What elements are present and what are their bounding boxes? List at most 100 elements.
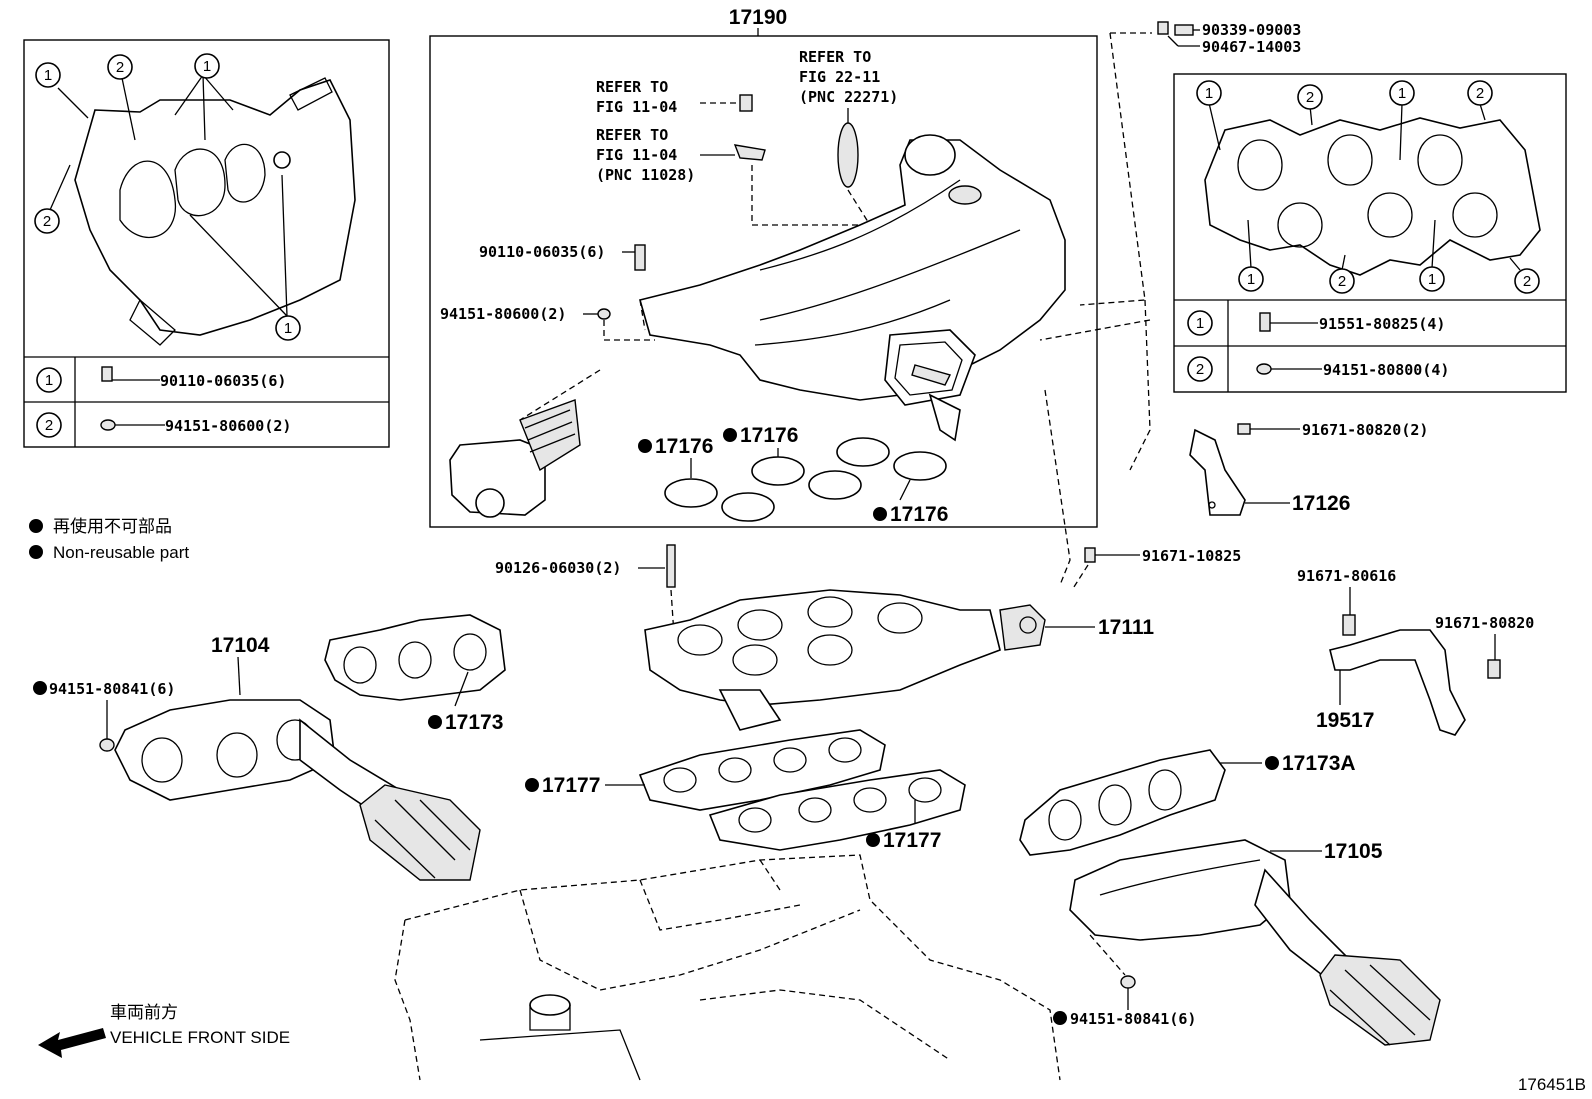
exhaust-manifold-17105: 17105 94151-80841(6) bbox=[1053, 839, 1441, 1046]
callout-90110-06035: 90110-06035(6) bbox=[479, 243, 605, 261]
callout-90339-09003: 90339-09003 bbox=[1202, 21, 1301, 39]
callout-17176-b: 17176 bbox=[740, 424, 798, 447]
non-reusable-dot bbox=[33, 681, 47, 695]
refer-fig-11-04-a: REFER TO bbox=[596, 78, 668, 96]
callout-17176-a: 17176 bbox=[655, 435, 713, 458]
svg-text:1: 1 bbox=[45, 372, 53, 389]
right-inset-marker-2c: 2 bbox=[1329, 268, 1355, 294]
svg-text:2: 2 bbox=[1338, 273, 1346, 290]
svg-text:1: 1 bbox=[1205, 85, 1213, 102]
right-inset-marker-2a: 2 bbox=[1297, 84, 1323, 110]
right-inset-marker-1c: 1 bbox=[1238, 266, 1264, 292]
gasket-17177-set: 17177 17177 bbox=[525, 729, 966, 852]
air-control-valve bbox=[449, 439, 546, 516]
refer-fig-22-11-b: FIG 22-11 bbox=[799, 68, 880, 86]
left-inset-manifold bbox=[74, 79, 356, 336]
refer-fig-11-04-c: REFER TO bbox=[596, 126, 668, 144]
callout-17104: 17104 bbox=[211, 634, 270, 657]
right-inset-marker-2d: 2 bbox=[1514, 268, 1540, 294]
right-inset-row-2: 2 94151-80800(4) bbox=[1187, 356, 1449, 382]
callout-17173: 17173 bbox=[445, 711, 503, 734]
svg-text:2: 2 bbox=[1523, 273, 1531, 290]
right-inset-marker-1a: 1 bbox=[1196, 80, 1222, 106]
left-inset: 1 2 1 2 1 1 90110-06035(6) 2 bbox=[23, 39, 390, 448]
bracket-19517: 91671-80616 19517 91671-80820 bbox=[1297, 567, 1534, 736]
right-inset: 1 2 1 2 1 2 1 2 1 91551-80825(4) 2 94151… bbox=[1173, 73, 1567, 393]
right-inset-row-1: 1 91551-80825(4) bbox=[1187, 310, 1445, 336]
svg-text:1: 1 bbox=[1196, 315, 1204, 332]
callout-94151-80841-right: 94151-80841(6) bbox=[1070, 1010, 1196, 1028]
non-reusable-dot bbox=[1265, 756, 1279, 770]
callout-17176-c: 17176 bbox=[890, 503, 948, 526]
non-reusable-dot bbox=[638, 439, 652, 453]
callout-17173A: 17173A bbox=[1282, 752, 1356, 775]
top-right-fasteners: 90339-09003 90467-14003 bbox=[1039, 21, 1301, 471]
diagram-id: 176451B bbox=[1518, 1075, 1586, 1094]
intake-plenum bbox=[639, 139, 1066, 401]
refer-pnc-11028: (PNC 11028) bbox=[596, 166, 695, 184]
catalytic-converter-right bbox=[1319, 954, 1441, 1046]
right-inset-gasket bbox=[1204, 117, 1541, 276]
catalytic-converter-left bbox=[359, 784, 481, 881]
callout-91671-10825: 91671-10825 bbox=[1142, 547, 1241, 565]
svg-text:2: 2 bbox=[1306, 89, 1314, 106]
callout-17177-a: 17177 bbox=[542, 774, 600, 797]
callout-19517: 19517 bbox=[1316, 709, 1374, 732]
non-reusable-dot bbox=[866, 833, 880, 847]
engine-block-outline bbox=[394, 854, 1061, 1081]
refer-pnc-22271: (PNC 22271) bbox=[799, 88, 898, 106]
svg-text:2: 2 bbox=[45, 417, 53, 434]
svg-text:2: 2 bbox=[1196, 361, 1204, 378]
non-reusable-dot bbox=[723, 428, 737, 442]
non-reusable-dot bbox=[525, 778, 539, 792]
callout-17111: 17111 bbox=[1098, 616, 1154, 639]
left-inset-marker-1a: 1 bbox=[35, 62, 61, 88]
vehicle-front-indicator: 車両前方 VEHICLE FRONT SIDE bbox=[38, 1003, 290, 1058]
svg-text:1: 1 bbox=[44, 67, 52, 84]
refer-fig-11-04-b: FIG 11-04 bbox=[596, 98, 677, 116]
front-side-jp: 車両前方 bbox=[110, 1003, 178, 1022]
svg-text:2: 2 bbox=[1476, 85, 1484, 102]
callout-17105: 17105 bbox=[1324, 840, 1383, 863]
svg-text:1: 1 bbox=[1247, 271, 1255, 288]
left-inset-marker-2a: 2 bbox=[107, 54, 133, 80]
callout-91671-80820-2: 91671-80820(2) bbox=[1302, 421, 1428, 439]
legend-en: Non-reusable part bbox=[53, 543, 189, 562]
gasket-17176-set bbox=[664, 437, 947, 522]
non-reusable-dot bbox=[29, 545, 43, 559]
svg-text:1: 1 bbox=[203, 58, 211, 75]
left-inset-row-2: 2 94151-80600(2) bbox=[36, 412, 291, 438]
callout-94151-80600: 94151-80600(2) bbox=[440, 305, 566, 323]
svg-text:1: 1 bbox=[1398, 85, 1406, 102]
callout-17126: 17126 bbox=[1292, 492, 1350, 515]
refer-fig-11-04-d: FIG 11-04 bbox=[596, 146, 677, 164]
non-reusable-dot bbox=[1053, 1011, 1067, 1025]
callout-17190: 17190 bbox=[729, 6, 787, 29]
svg-text:94151-80600(2): 94151-80600(2) bbox=[165, 417, 291, 435]
legend-jp: 再使用不可部品 bbox=[53, 516, 172, 536]
refer-fig-22-11-a: REFER TO bbox=[799, 48, 871, 66]
intake-manifold-17111: 90126-06030(2) 17111 91671-10825 bbox=[495, 389, 1241, 731]
non-reusable-dot bbox=[873, 507, 887, 521]
svg-text:1: 1 bbox=[1428, 271, 1436, 288]
left-inset-marker-1b: 1 bbox=[194, 53, 220, 79]
callout-17177-b: 17177 bbox=[883, 829, 941, 852]
bracket-17126: 91671-80820(2) 17126 bbox=[1189, 421, 1428, 516]
front-side-en: VEHICLE FRONT SIDE bbox=[110, 1028, 290, 1047]
svg-text:90110-06035(6): 90110-06035(6) bbox=[160, 372, 286, 390]
svg-text:2: 2 bbox=[43, 213, 51, 230]
legend: 再使用不可部品 Non-reusable part bbox=[29, 516, 189, 562]
intake-plenum-group: 17190 REFER TO FIG 11-04 REFER TO FIG 11… bbox=[429, 6, 1098, 528]
arrow-left-icon bbox=[38, 1028, 106, 1058]
callout-90467-14003: 90467-14003 bbox=[1202, 38, 1301, 56]
right-inset-marker-1d: 1 bbox=[1419, 266, 1445, 292]
callout-94151-80841-left: 94151-80841(6) bbox=[49, 680, 175, 698]
non-reusable-dot bbox=[428, 715, 442, 729]
svg-text:91551-80825(4): 91551-80825(4) bbox=[1319, 315, 1445, 333]
right-inset-marker-2b: 2 bbox=[1467, 80, 1493, 106]
gasket-17173A: 17173A bbox=[1019, 749, 1356, 856]
callout-91671-80616: 91671-80616 bbox=[1297, 567, 1396, 585]
svg-text:1: 1 bbox=[284, 320, 292, 337]
svg-text:2: 2 bbox=[116, 59, 124, 76]
right-inset-marker-1b: 1 bbox=[1389, 80, 1415, 106]
